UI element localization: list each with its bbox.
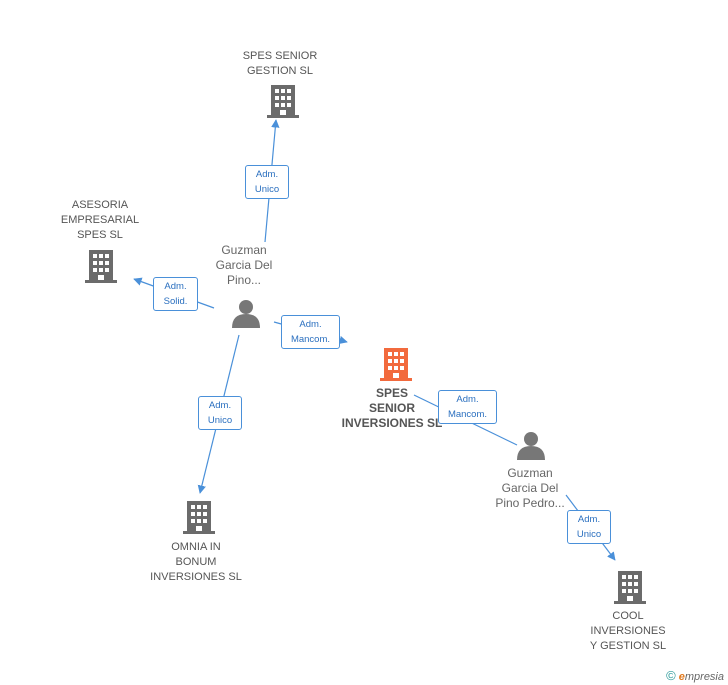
- edge-label-line: Unico: [254, 184, 280, 195]
- edge-label-e5[interactable]: Adm. Mancom.: [438, 390, 497, 424]
- node-spes-senior-inversiones[interactable]: SPES SENIOR INVERSIONES SL: [337, 386, 447, 431]
- edge-label-line: Unico: [576, 529, 602, 540]
- building-icon: [614, 571, 646, 604]
- building-icon: [183, 501, 215, 534]
- edge-label-e6[interactable]: Adm. Unico: [567, 510, 611, 544]
- node-label-line: Garcia Del: [215, 258, 273, 272]
- edge-label-line: Adm.: [456, 394, 479, 405]
- edge-label-line: Adm.: [299, 319, 322, 330]
- node-label-line: SPES: [375, 386, 408, 400]
- node-label-line: Pino...: [226, 273, 262, 287]
- node-cool-inversiones[interactable]: COOL INVERSIONES Y GESTION SL: [578, 609, 678, 654]
- edge-label-line: Adm.: [255, 169, 279, 180]
- node-label-line: SPES SL: [77, 229, 123, 241]
- edge-label-line: Solid.: [163, 296, 188, 307]
- node-guzman-2[interactable]: Guzman Garcia Del Pino Pedro...: [478, 466, 582, 511]
- edge-label-line: Mancom.: [447, 409, 488, 420]
- node-label-line: SPES SENIOR: [242, 50, 318, 62]
- edge-label-e4[interactable]: Adm. Unico: [198, 396, 242, 430]
- node-label-line: EMPRESARIAL: [60, 214, 140, 226]
- node-label-line: Garcia Del: [501, 481, 559, 495]
- edge-label-e3[interactable]: Adm. Mancom.: [281, 315, 340, 349]
- node-label-line: INVERSIONES: [590, 625, 666, 637]
- building-icon: [380, 348, 412, 381]
- brand-name: mpresia: [684, 671, 724, 683]
- edge-label-line: Adm.: [164, 281, 187, 292]
- edge-label-e1[interactable]: Adm. Unico: [245, 165, 289, 199]
- person-icon: [232, 300, 260, 328]
- node-label-line: ASESORIA: [71, 199, 129, 211]
- building-icon: [267, 85, 299, 118]
- node-label-line: COOL: [612, 610, 644, 622]
- edge-label-line: Adm.: [577, 514, 601, 525]
- copyright-icon: ©: [666, 668, 676, 683]
- person-icon: [517, 432, 545, 460]
- building-icon: [85, 250, 117, 283]
- node-label-line: Guzman: [221, 243, 267, 257]
- node-label-line: INVERSIONES SL: [341, 416, 443, 430]
- node-label-line: SENIOR: [368, 401, 415, 415]
- brand-footer[interactable]: © empresia: [666, 668, 724, 683]
- node-label-line: INVERSIONES SL: [150, 571, 242, 583]
- edge-label-e2[interactable]: Adm. Solid.: [153, 277, 198, 311]
- node-asesoria-empresarial[interactable]: ASESORIA EMPRESARIAL SPES SL: [50, 198, 150, 243]
- node-label-line: BONUM: [175, 556, 217, 568]
- node-omnia-in-bonum[interactable]: OMNIA IN BONUM INVERSIONES SL: [146, 540, 246, 585]
- brand-logo-e: e: [678, 671, 685, 683]
- edge-label-line: Mancom.: [290, 334, 331, 345]
- node-label-line: Guzman: [507, 466, 553, 480]
- node-label-line: GESTION SL: [246, 65, 314, 77]
- node-label-line: Y GESTION SL: [589, 640, 667, 652]
- node-label-line: OMNIA IN: [171, 541, 221, 553]
- node-spes-senior-gestion[interactable]: SPES SENIOR GESTION SL: [230, 49, 330, 79]
- node-guzman-1[interactable]: Guzman Garcia Del Pino...: [194, 243, 294, 288]
- edge-label-line: Adm.: [208, 400, 232, 411]
- node-label-line: Pino Pedro...: [495, 496, 565, 510]
- edge-label-line: Unico: [207, 415, 233, 426]
